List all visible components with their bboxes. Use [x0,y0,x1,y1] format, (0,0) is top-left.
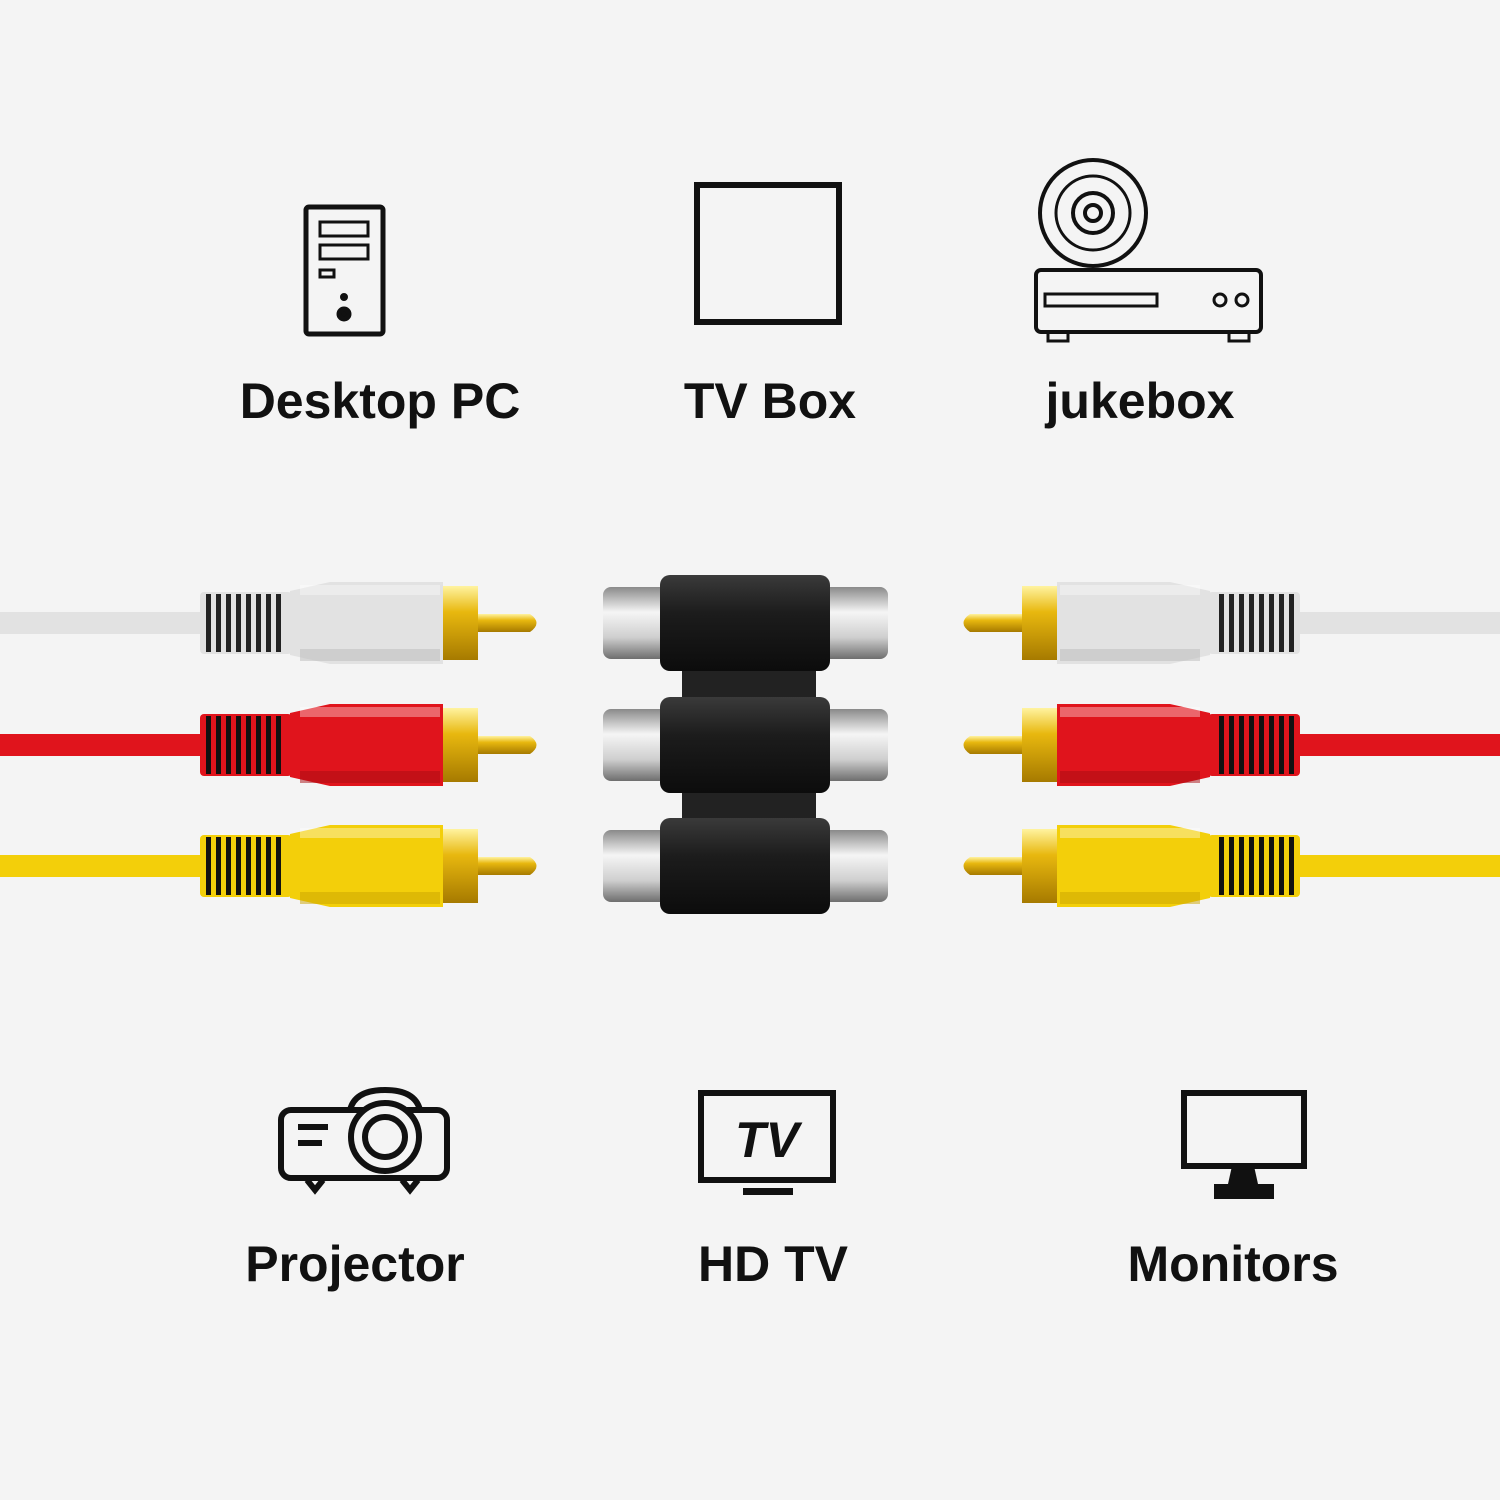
rca-plug-yellow-left [0,825,537,907]
plug-body [1057,704,1210,786]
gold-collar [1022,829,1057,903]
rca-plug-yellow-right [963,825,1500,907]
gold-pin [478,736,537,754]
plug-body [290,704,443,786]
gold-pin [963,857,1022,875]
coupler-jack-yellow [603,818,888,914]
cable-wire [1295,734,1500,756]
rca-plug-red-left [0,704,537,786]
gold-pin [478,857,537,875]
plug-body [1057,825,1210,907]
rca-coupler [603,575,888,914]
rca-plug-white-right [963,582,1500,664]
rca-plug-red-right [963,704,1500,786]
cable-wire [0,612,205,634]
cable-wire [0,734,205,756]
gold-pin [963,614,1022,632]
rca-plug-white-left [0,582,537,664]
cable-wire [1295,612,1500,634]
cable-wire [1295,855,1500,877]
gold-pin [478,614,537,632]
gold-pin [963,736,1022,754]
gold-collar [443,586,478,660]
projector-icon [278,1086,450,1195]
gold-collar [443,829,478,903]
gold-collar [1022,708,1057,782]
plug-body [1057,582,1210,664]
tv-icon-text: TV [735,1112,803,1168]
label-monitors: Monitors [1127,1236,1339,1292]
gold-collar [443,708,478,782]
label-hd-tv: HD TV [698,1236,848,1292]
plug-body [290,582,443,664]
coupler-jack-red [603,697,888,793]
tv-box-icon [694,182,842,325]
desktop-pc-icon [303,204,386,337]
monitor-icon [1181,1090,1307,1199]
label-jukebox: jukebox [1045,373,1235,429]
coupler-jack-white [603,575,888,671]
label-projector: Projector [245,1236,465,1292]
gold-collar [1022,586,1057,660]
rca-cables [0,582,1500,907]
label-desktop-pc: Desktop PC [239,373,521,429]
hd-tv-icon: TV [698,1090,836,1195]
label-tv-box: TV Box [683,373,857,429]
jukebox-icon [1034,158,1263,343]
cable-wire [0,855,205,877]
plug-body [290,825,443,907]
